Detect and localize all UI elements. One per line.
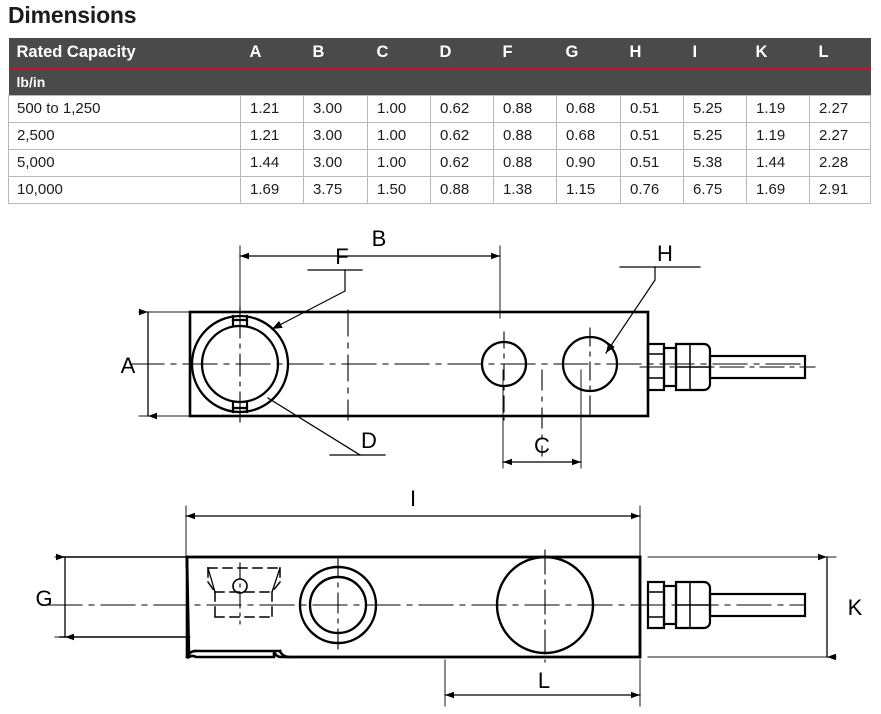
cell-c: 1.00: [367, 148, 431, 177]
cell-rated-capacity: 5,000: [8, 148, 241, 177]
table-header-row: Rated Capacity A B C D F G H I K L: [8, 38, 871, 67]
callout-label-k: K: [848, 595, 863, 620]
cell-d: 0.62: [430, 94, 494, 123]
cable-gland-assembly-plan: [646, 580, 807, 630]
unit-row: lb/in: [8, 70, 871, 95]
column-header-c: C: [367, 38, 431, 67]
cell-d: 0.62: [430, 148, 494, 177]
cell-a: 1.69: [240, 175, 304, 204]
column-header-d: D: [430, 38, 494, 67]
table-row: 500 to 1,250 1.21 3.00 1.00 0.62 0.88 0.…: [8, 94, 871, 123]
page-title: Dimensions: [8, 2, 137, 28]
callout-label-c: C: [534, 433, 550, 458]
column-header-i: I: [683, 38, 747, 67]
column-header-f: F: [493, 38, 557, 67]
header-accent-rule: [8, 67, 871, 70]
callout-label-g: G: [35, 586, 52, 611]
leader-h: [606, 266, 656, 353]
cell-d: 0.62: [430, 121, 494, 150]
column-header-g: G: [556, 38, 621, 67]
cell-f: 1.38: [493, 175, 557, 204]
table-row: 10,000 1.69 3.75 1.50 0.88 1.38 1.15 0.7…: [8, 175, 871, 204]
cell-b: 3.00: [303, 121, 368, 150]
cell-l: 2.91: [809, 175, 871, 204]
cell-c: 1.00: [367, 94, 431, 123]
cell-h: 0.51: [620, 94, 684, 123]
cell-a: 1.21: [240, 121, 304, 150]
cell-a: 1.44: [240, 148, 304, 177]
gland-body: [674, 342, 712, 392]
cell-k: 1.44: [746, 148, 810, 177]
cell-f: 0.88: [493, 121, 557, 150]
column-header-l: L: [809, 38, 871, 67]
cell-i: 5.38: [683, 148, 747, 177]
cell-rated-capacity: 10,000: [8, 175, 241, 204]
cell-k: 1.19: [746, 94, 810, 123]
cell-l: 2.27: [809, 94, 871, 123]
cell-i: 6.75: [683, 175, 747, 204]
cell-c: 1.00: [367, 121, 431, 150]
column-header-h: H: [620, 38, 684, 67]
dimensions-table: Rated Capacity A B C D F G H I K L lb/in…: [8, 38, 871, 204]
cell-a: 1.21: [240, 94, 304, 123]
mounting-flange-edges: [59, 556, 188, 638]
callout-label-b: B: [372, 226, 387, 251]
cell-l: 2.27: [809, 121, 871, 150]
column-header-a: A: [240, 38, 304, 67]
column-header-k: K: [746, 38, 810, 67]
callout-label-d: D: [361, 428, 377, 453]
cell-c: 1.50: [367, 175, 431, 204]
cable-plan: [708, 592, 807, 618]
cell-g: 0.68: [556, 94, 621, 123]
gland-body-plan: [674, 580, 712, 630]
unit-label: lb/in: [8, 70, 871, 95]
callout-label-h: H: [657, 241, 673, 266]
hidden-counterbore-detail: [206, 567, 282, 618]
plan-view: [47, 505, 837, 707]
cell-i: 5.25: [683, 121, 747, 150]
table-row: 2,500 1.21 3.00 1.00 0.62 0.88 0.68 0.51…: [8, 121, 871, 150]
cell-rated-capacity: 2,500: [8, 121, 241, 150]
callout-label-i: I: [410, 486, 416, 511]
cell-k: 1.19: [746, 121, 810, 150]
column-header-b: B: [303, 38, 368, 67]
accent-rule-bar: [8, 67, 871, 70]
callout-label-f: F: [335, 244, 348, 269]
leader-lines-top: [267, 266, 701, 456]
side-elevation-view: [129, 245, 816, 469]
cell-g: 0.90: [556, 148, 621, 177]
cell-h: 0.51: [620, 121, 684, 150]
load-cell-body-plan: [185, 555, 642, 660]
leader-f: [272, 269, 346, 329]
callout-label-l: L: [538, 668, 550, 693]
cell-b: 3.00: [303, 148, 368, 177]
cell-rated-capacity: 500 to 1,250: [8, 94, 241, 123]
counterbore-solid-edges: [207, 567, 281, 593]
table-row: 5,000 1.44 3.00 1.00 0.62 0.88 0.90 0.51…: [8, 148, 871, 177]
cell-k: 1.69: [746, 175, 810, 204]
cell-l: 2.28: [809, 148, 871, 177]
leader-d: [267, 397, 361, 456]
cell-g: 0.68: [556, 121, 621, 150]
cell-h: 0.51: [620, 148, 684, 177]
body-outline-plan-edges: [185, 555, 642, 659]
cell-i: 5.25: [683, 94, 747, 123]
cell-d: 0.88: [430, 175, 494, 204]
callout-label-a: A: [121, 353, 136, 378]
cell-h: 0.76: [620, 175, 684, 204]
cell-b: 3.75: [303, 175, 368, 204]
column-header-rated-capacity: Rated Capacity: [8, 38, 241, 67]
cell-f: 0.88: [493, 148, 557, 177]
technical-drawings: B F H A D C I G K L: [0, 220, 881, 714]
cell-f: 0.88: [493, 94, 557, 123]
cell-b: 3.00: [303, 94, 368, 123]
table-body: 500 to 1,250 1.21 3.00 1.00 0.62 0.88 0.…: [8, 94, 871, 204]
cell-g: 1.15: [556, 175, 621, 204]
